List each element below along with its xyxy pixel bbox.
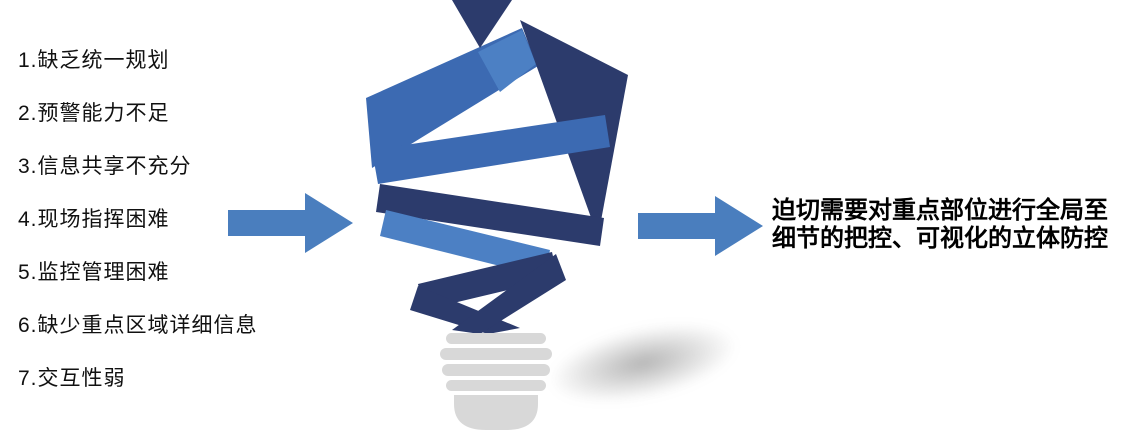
- conclusion-text: 迫切需要对重点部位进行全局至 细节的把控、可视化的立体防控: [772, 197, 1132, 253]
- ribbon-fold-neck-dark-band: [418, 252, 558, 310]
- problem-item-1: 1.缺乏统一规划: [18, 49, 170, 72]
- flow-arrow-left-shape: [228, 193, 353, 253]
- flow-arrow-left-icon: [228, 193, 353, 253]
- ribbon-fold-neck-cross-right: [452, 254, 566, 334]
- ribbon-lightbulb-icon: [366, 0, 628, 430]
- bulb-base-stripe-1: [446, 333, 546, 344]
- problem-item-6: 6.缺少重点区域详细信息: [18, 314, 258, 337]
- problem-item-3: 3.信息共享不充分: [18, 155, 192, 178]
- ribbon-fold-lower-light-band: [380, 210, 550, 277]
- problem-item-2: 2.预警能力不足: [18, 102, 170, 125]
- flow-arrow-right-shape: [638, 196, 763, 256]
- bulb-base-cup: [454, 395, 538, 430]
- ribbon-fold-middle-band: [372, 115, 610, 184]
- ribbon-fold-lower-dark-band: [376, 184, 604, 246]
- problem-item-7: 7.交互性弱: [18, 367, 126, 390]
- conclusion-line-2: 细节的把控、可视化的立体防控: [772, 225, 1108, 252]
- problem-item-5: 5.监控管理困难: [18, 261, 170, 284]
- conclusion-line-1: 迫切需要对重点部位进行全局至: [772, 197, 1108, 224]
- ribbon-fold-top-tip: [452, 0, 512, 48]
- ribbon-fold-inner-accent: [478, 30, 536, 92]
- flow-arrow-right-icon: [638, 196, 763, 256]
- problem-item-4: 4.现场指挥困难: [18, 208, 170, 231]
- problem-list: 1.缺乏统一规划 2.预警能力不足 3.信息共享不充分 4.现场指挥困难 5.监…: [18, 34, 258, 405]
- bulb-base-stripe-2: [440, 348, 552, 360]
- bulb-base-stripe-4: [446, 380, 546, 391]
- bulb-base-stripe-3: [442, 364, 550, 376]
